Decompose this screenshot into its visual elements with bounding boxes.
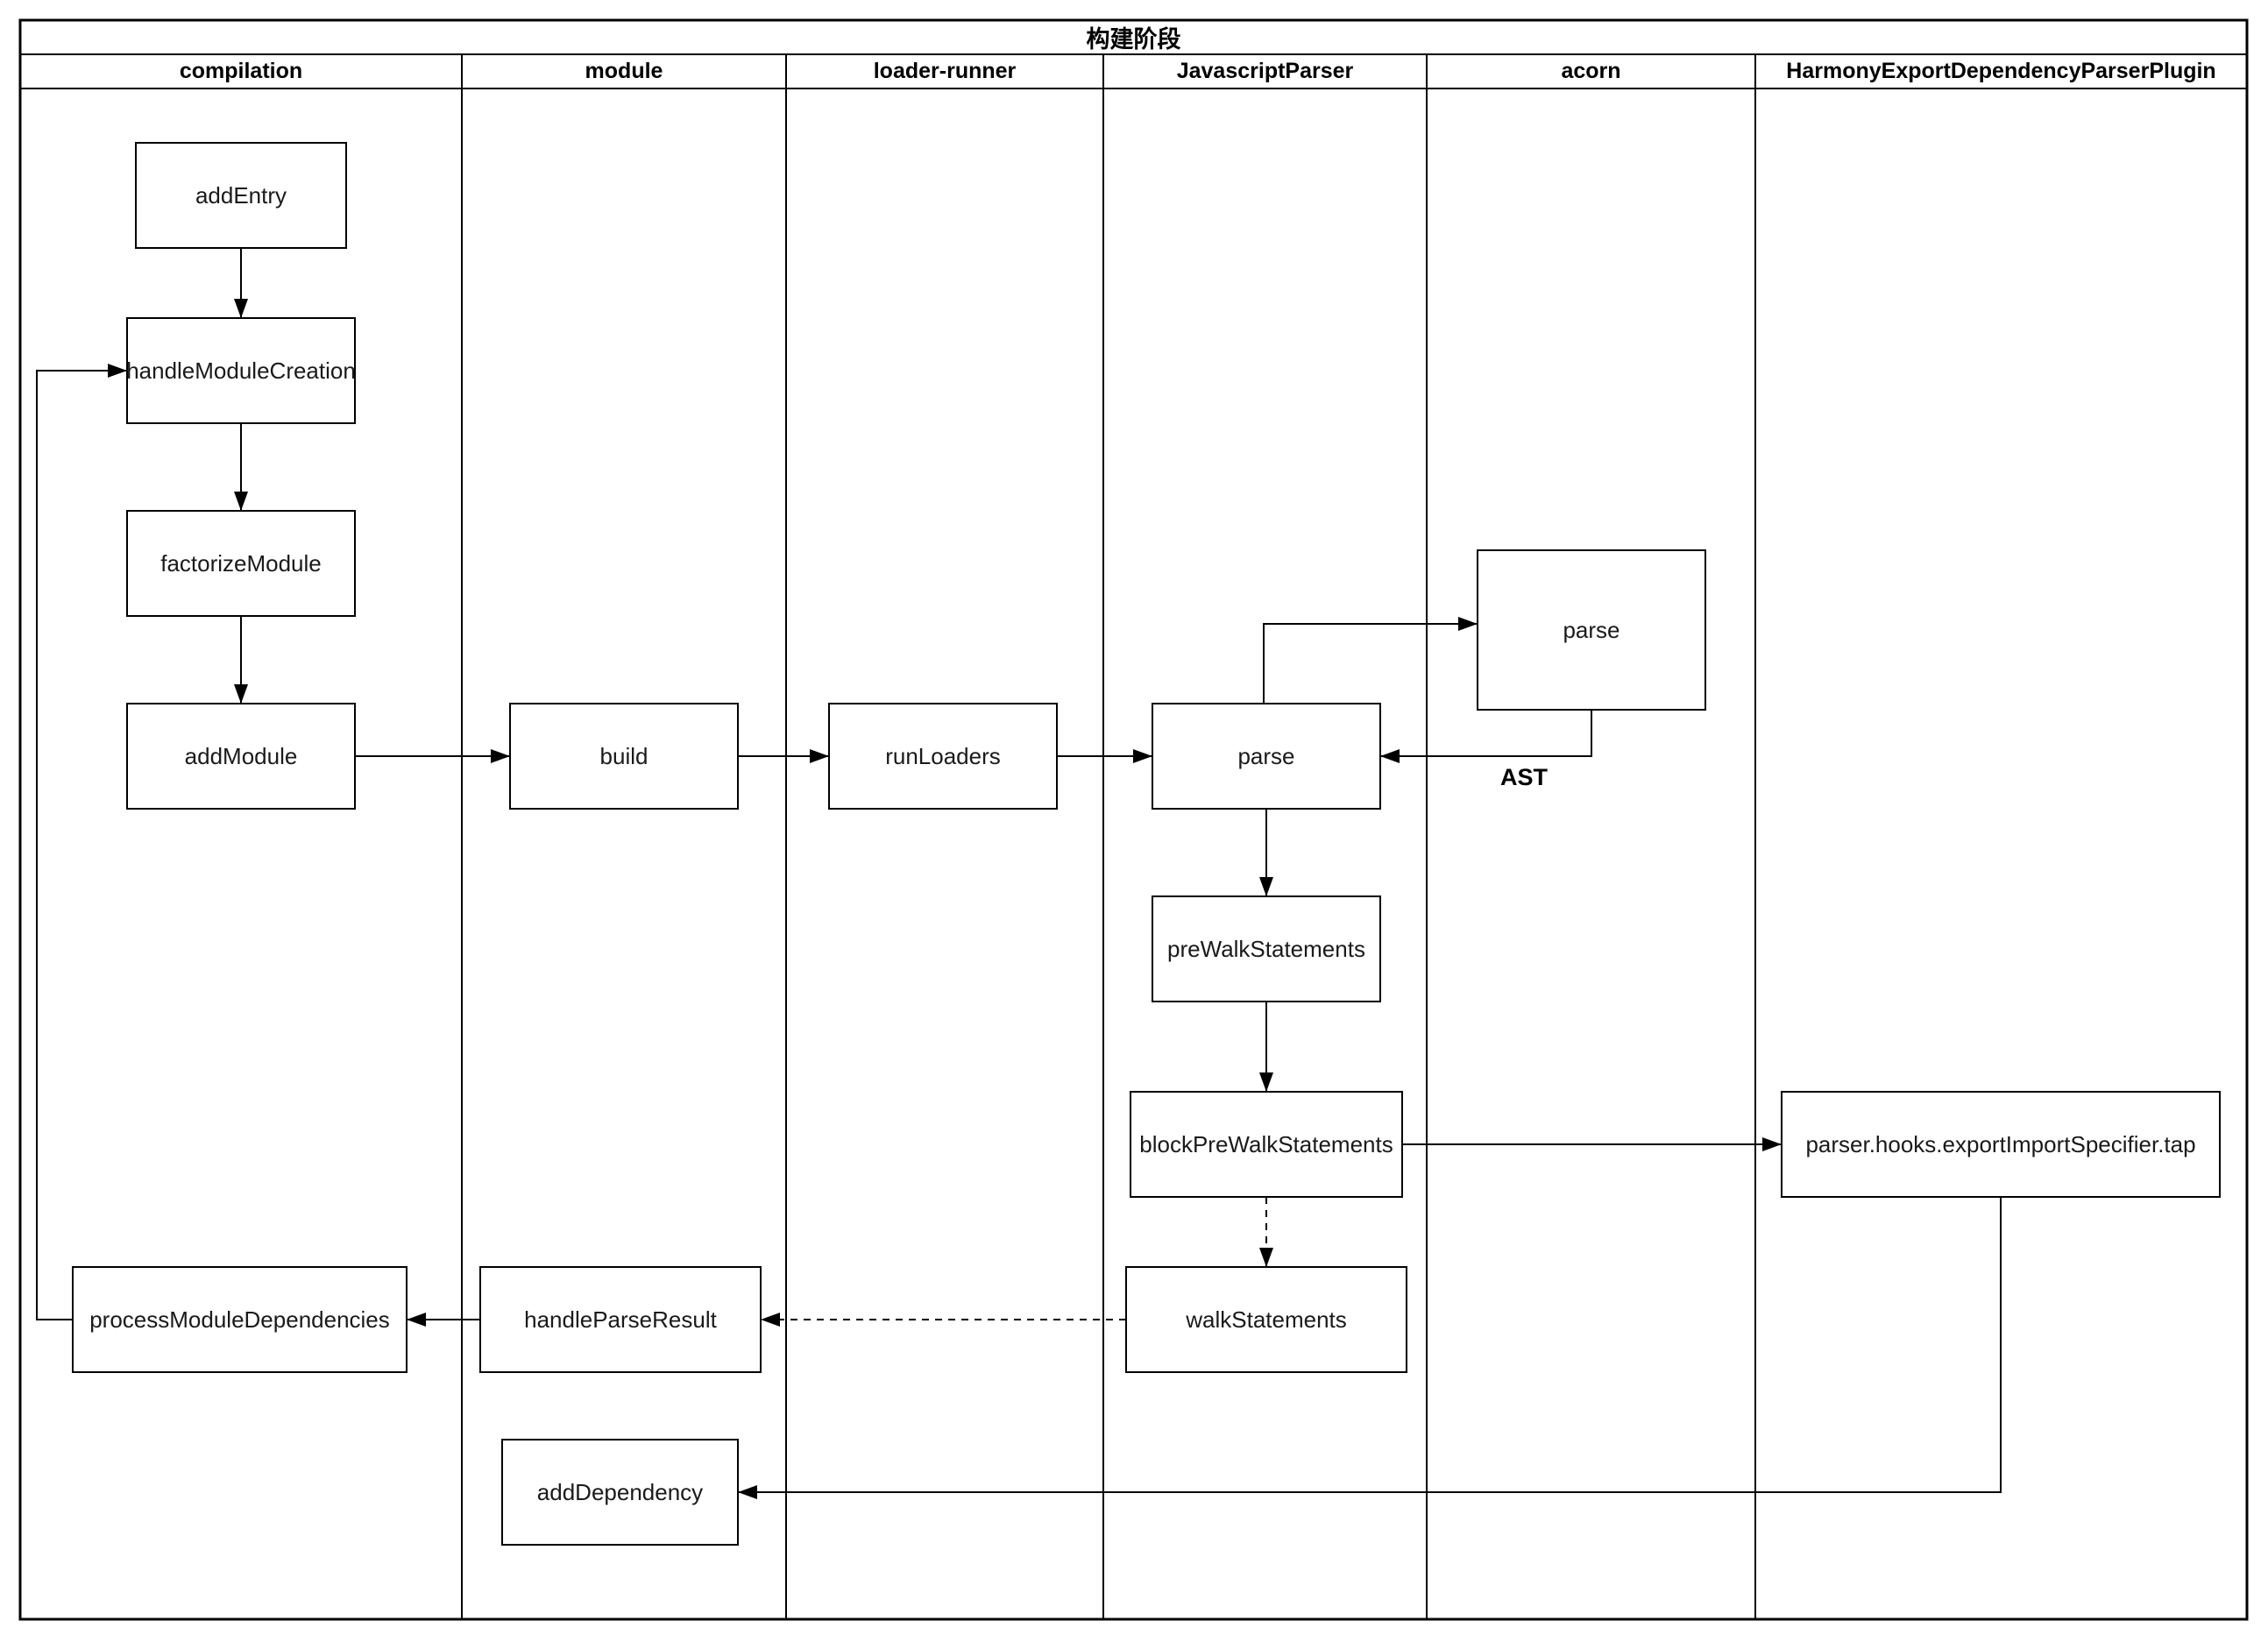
node-box-blockPreWalkStatements xyxy=(1130,1091,1403,1198)
node-box-handleParseResult xyxy=(479,1266,762,1373)
node-box-addModule xyxy=(126,703,356,810)
edge-parse-to-acorn-parse xyxy=(1263,617,1478,704)
edge-processModuleDependencies-to-handleModuleCreation xyxy=(36,364,127,1320)
node-box-handleModuleCreation xyxy=(126,317,356,424)
node-box-processModuleDependencies xyxy=(72,1266,408,1373)
node-box-parse-js xyxy=(1152,703,1381,810)
edge-tap-to-addDependency xyxy=(738,1197,2002,1499)
node-box-addDependency xyxy=(501,1439,739,1546)
node-box-parser-hooks-tap xyxy=(1781,1091,2221,1198)
node-box-build xyxy=(509,703,739,810)
node-box-parse-acorn xyxy=(1477,549,1706,711)
node-box-factorizeModule xyxy=(126,510,356,617)
edge-acorn-parse-to-parse xyxy=(1380,710,1592,763)
node-box-addEntry xyxy=(135,142,347,249)
node-box-walkStatements xyxy=(1125,1266,1407,1373)
node-box-preWalkStatements xyxy=(1152,895,1381,1002)
node-box-runLoaders xyxy=(828,703,1058,810)
